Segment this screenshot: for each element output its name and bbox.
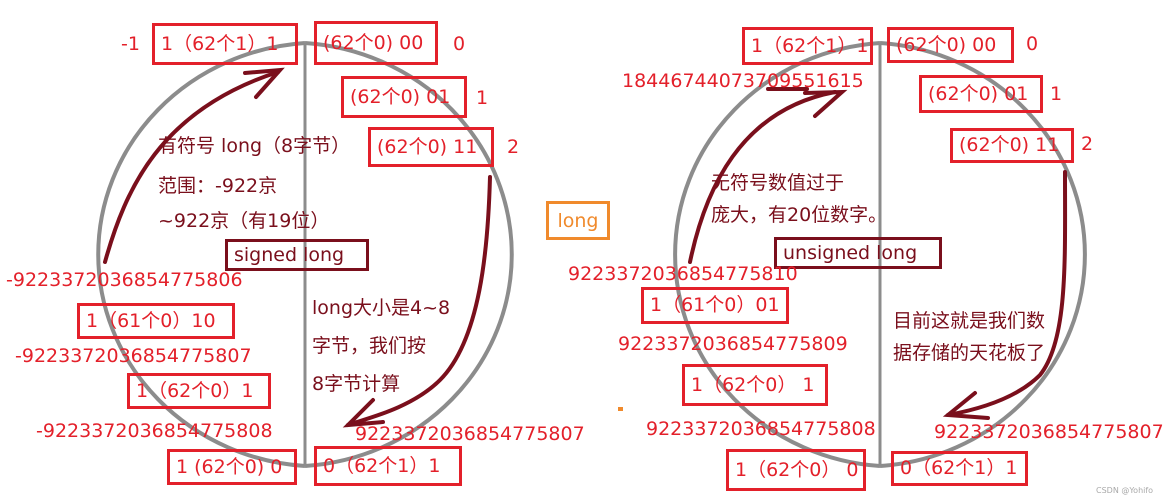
unsigned-box-r2: (62个0) 11 [950,128,1074,163]
unsigned-value-zero: 0 [1026,33,1039,55]
signed-up-arrow-icon [103,67,285,264]
unsigned-value-one: 1 [1050,83,1063,105]
unsigned-side-note-line1: 目前这就是我们数 [893,310,1046,332]
unsigned-box-bottom-left: 1（62个0） 0 [726,449,866,491]
signed-value-zero: 0 [453,33,466,55]
unsigned-value-l1: 9223372036854775810 [568,263,798,285]
signed-value-l1: -9223372036854775806 [6,269,243,291]
signed-box-l2: 1（62个0）1 [127,373,271,409]
unsigned-note-line1: 无符号数值过于 [711,172,845,194]
unsigned-circle [673,41,1087,468]
signed-side-note-line1: long大小是4~8 [312,297,451,319]
signed-note-line3: ~922京（有19位） [158,210,330,232]
signed-value-two: 2 [507,136,520,158]
unsigned-box-r1: (62个0) 01 [919,75,1043,113]
unsigned-up-arrow-icon [688,87,848,264]
unsigned-box-l1: 1（61个0）01 [641,287,789,324]
signed-box-r2: (62个0) 11 [368,127,494,167]
watermark: CSDN @Yohifo [1096,486,1154,495]
unsigned-value-l2: 9223372036854775809 [618,333,848,355]
signed-box-top-left: 1（62个1）1 [152,23,298,65]
unsigned-note-line2: 庞大，有20位数字。 [711,204,888,226]
signed-box-r1: (62个0) 01 [341,76,467,118]
unsigned-value-bottom-right: 9223372036854775807 [934,421,1164,443]
signed-value-l2: -9223372036854775807 [15,345,252,367]
unsigned-box-l2: 1（62个0） 1 [682,364,828,406]
signed-box-bottom-right: 0（62个1）1 [314,446,462,486]
unsigned-side-note-line2: 据存储的天花板了 [893,342,1046,364]
long-center-label: long [546,201,610,240]
unsigned-value-max: 18446744073709551615 [622,70,864,92]
signed-side-note-line3: 8字节计算 [312,373,401,395]
unsigned-down-arrow-icon [942,170,1068,420]
unsigned-long-title: unsigned long [774,237,942,269]
signed-down-arrow-icon [342,175,492,428]
unsigned-value-bottom-left: 9223372036854775808 [646,418,876,440]
signed-note-line2: 范围：-922京 [158,175,278,197]
signed-value-bottom-left: -9223372036854775808 [36,420,273,442]
signed-long-title: signed long [225,239,369,271]
signed-circle [96,41,514,468]
signed-value-bottom-right: 9223372036854775807 [355,423,585,445]
orange-dot [618,407,623,411]
unsigned-value-two: 2 [1081,133,1094,155]
signed-box-bottom-left: 1 (62个0) 0 [167,449,297,485]
unsigned-box-top-left: 1（62个1）1 [742,27,873,65]
signed-box-l1: 1（61个0）10 [77,303,235,339]
signed-side-note-line2: 字节，我们按 [312,335,427,357]
signed-box-top-right: (62个0) 00 [314,21,438,65]
unsigned-box-top-right: (62个0) 00 [887,27,1014,63]
signed-value-minus-one: -1 [121,33,140,55]
unsigned-box-bottom-right: 0（62个1）1 [891,451,1028,486]
signed-note-line1: 有符号 long（8字节） [158,135,351,157]
signed-value-one-label: 1 [476,87,489,109]
